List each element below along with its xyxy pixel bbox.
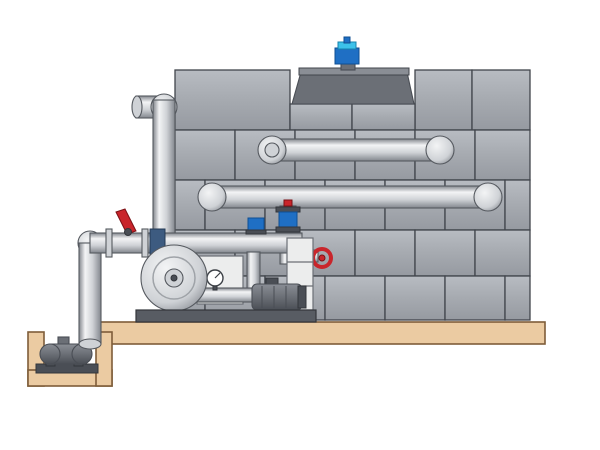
valve-pilot xyxy=(283,199,293,207)
tank-panel xyxy=(504,179,531,231)
valve-flange xyxy=(275,226,301,233)
foundation xyxy=(27,321,546,387)
pipe-end-cap xyxy=(264,142,280,158)
sump-pump xyxy=(35,336,99,374)
valve-flange xyxy=(275,206,301,213)
tank-top-assembly xyxy=(291,36,415,105)
tank-panel xyxy=(504,275,531,321)
level-sensor-cap xyxy=(343,36,351,44)
tank-panel xyxy=(414,69,473,131)
blue-control-valve xyxy=(278,211,298,228)
pipe-run xyxy=(211,185,489,209)
gauge-needle xyxy=(214,272,221,279)
valve-pivot xyxy=(124,228,132,236)
pump-hub-bolt xyxy=(170,274,178,282)
butterfly-valve-red-lever xyxy=(115,208,137,235)
pump-ring xyxy=(152,256,196,300)
tank-panel xyxy=(414,229,476,277)
handwheel-hub xyxy=(318,254,326,262)
pipe-run xyxy=(271,138,441,162)
tank-panel xyxy=(474,129,531,181)
pipe-run xyxy=(89,232,303,254)
motor-end-cap xyxy=(297,285,307,309)
middle-distribution-pipe xyxy=(197,182,503,212)
pump-motor xyxy=(251,283,303,311)
tank-panel xyxy=(354,229,416,277)
upper-distribution-pipe xyxy=(257,135,455,165)
left-riser-pipe xyxy=(131,93,178,241)
pipe-elbow-flange xyxy=(197,182,227,212)
sump-drop-pipe xyxy=(78,242,102,344)
concrete-slab xyxy=(99,321,546,345)
pipe-ball-joint xyxy=(425,135,455,165)
drop-pipe-cap xyxy=(78,338,102,350)
sump-pump-base xyxy=(35,363,99,374)
manhole-collar xyxy=(291,71,415,105)
tank-panel xyxy=(289,103,353,131)
valve-flange xyxy=(245,229,267,235)
tank-panel xyxy=(471,69,531,131)
pipe-flange xyxy=(105,228,113,258)
pump-skid xyxy=(135,237,317,323)
level-sensor-body xyxy=(334,47,360,65)
tank-panel xyxy=(444,275,506,321)
tank-panel xyxy=(174,69,291,131)
riser-end-cap xyxy=(131,95,143,119)
riser-run xyxy=(152,99,176,241)
tank-panel xyxy=(474,229,531,277)
tank-panel xyxy=(384,275,446,321)
tank-panel xyxy=(324,275,386,321)
skid-base xyxy=(135,309,317,323)
tank-panel xyxy=(351,103,416,131)
sump-pump-end xyxy=(39,343,61,365)
tank-panel xyxy=(174,129,236,181)
pipe-ball-joint xyxy=(473,182,503,212)
pipe-flange xyxy=(141,228,149,258)
